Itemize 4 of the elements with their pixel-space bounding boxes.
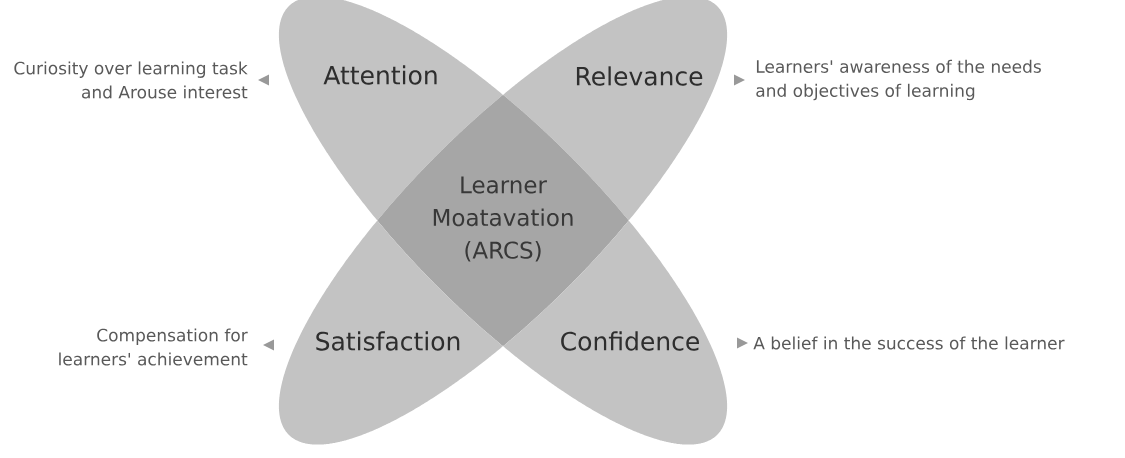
description-text: A belief in the success of the learner: [753, 336, 1065, 350]
description-text: Compensation for learners' achievement: [59, 328, 248, 366]
description-text: Curiosity over learning task and Arouse interest: [14, 61, 248, 99]
description-text: Learners' awareness of the needs and objectives of learning: [756, 59, 1041, 101]
